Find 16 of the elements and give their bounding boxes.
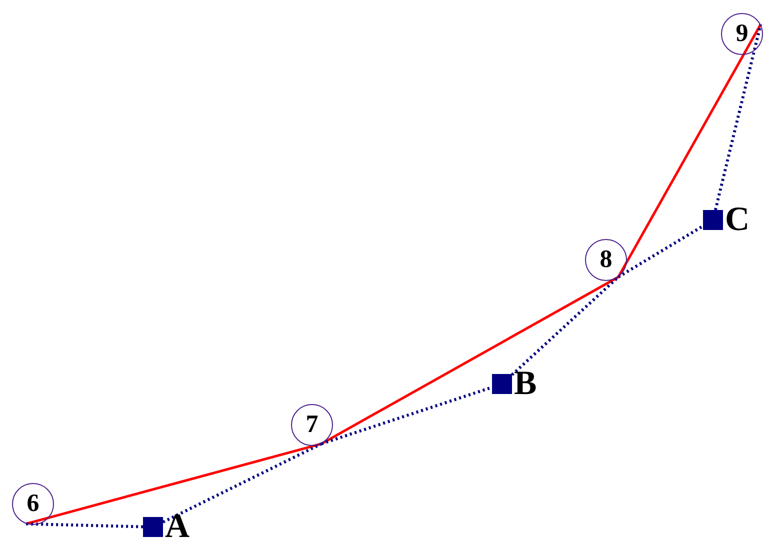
- point-label: B: [514, 364, 537, 404]
- dotted-line: [618, 224, 704, 278]
- circled-number: 6: [12, 483, 54, 525]
- point-label: A: [165, 507, 190, 538]
- circled-number: 9: [721, 13, 763, 55]
- circled-number: 7: [291, 404, 333, 446]
- dotted-line: [26, 522, 144, 528]
- dotted-line: [510, 276, 620, 376]
- line-segment: [26, 442, 322, 526]
- dotted-line: [320, 386, 492, 446]
- dotted-line: [714, 24, 762, 210]
- point-label: C: [725, 200, 750, 240]
- circled-number: 8: [585, 239, 627, 281]
- line-segment: [320, 276, 619, 445]
- dotted-line: [162, 442, 322, 524]
- line-segment: [617, 24, 762, 278]
